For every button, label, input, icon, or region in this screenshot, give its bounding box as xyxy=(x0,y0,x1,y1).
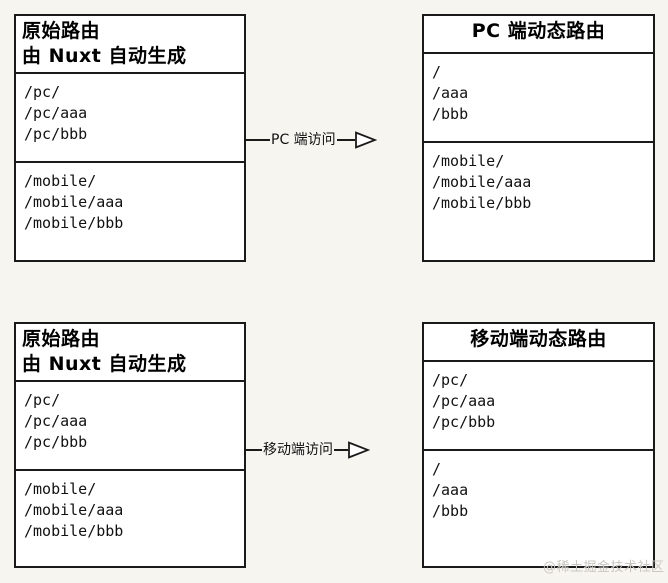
route-item: /pc/ xyxy=(24,391,61,409)
route-item: /bbb xyxy=(432,502,469,520)
target-box-pc-flow-compartment-1: / /aaa /bbb xyxy=(424,54,653,143)
source-box-mobile-flow-compartment-1: /pc/ /pc/aaa /pc/bbb xyxy=(16,382,244,471)
route-item: /aaa xyxy=(432,481,469,499)
target-box-pc-flow: PC 端动态路由 / /aaa /bbb /mobile/ /mobile/aa… xyxy=(422,14,655,262)
route-item: /mobile/bbb xyxy=(432,194,532,212)
route-item: /mobile/bbb xyxy=(24,522,124,540)
route-item: /mobile/aaa xyxy=(24,193,124,211)
source-box-pc-flow: 原始路由 由 Nuxt 自动生成 /pc/ /pc/aaa /pc/bbb /m… xyxy=(14,14,246,262)
target-box-mobile-flow: 移动端动态路由 /pc/ /pc/aaa /pc/bbb / /aaa /bbb xyxy=(422,322,655,568)
route-item: /mobile/ xyxy=(24,480,97,498)
connector-line-right xyxy=(336,139,355,141)
connector-line-left xyxy=(246,449,262,451)
connector-label-pc-flow: PC 端访问 xyxy=(271,132,336,148)
watermark: @稀土掘金技术社区 xyxy=(543,560,665,575)
connector-line-left xyxy=(246,139,270,141)
route-item: /mobile/ xyxy=(432,152,505,170)
route-item: /pc/bbb xyxy=(24,433,88,451)
route-item: /pc/bbb xyxy=(24,125,88,143)
route-item: /mobile/aaa xyxy=(432,173,532,191)
source-box-pc-flow-compartment-2: /mobile/ /mobile/aaa /mobile/bbb xyxy=(16,163,244,260)
route-item: /pc/ xyxy=(432,371,469,389)
route-item: / xyxy=(432,460,442,478)
route-item: /mobile/bbb xyxy=(24,214,124,232)
connector-line-right xyxy=(334,449,348,451)
route-item: / xyxy=(432,63,442,81)
source-box-pc-flow-title: 原始路由 由 Nuxt 自动生成 xyxy=(16,16,244,74)
target-box-mobile-flow-compartment-1: /pc/ /pc/aaa /pc/bbb xyxy=(424,362,653,451)
target-box-pc-flow-compartment-2: /mobile/ /mobile/aaa /mobile/bbb xyxy=(424,143,653,260)
route-item: /pc/ xyxy=(24,83,61,101)
connector-mobile-flow: 移动端访问 xyxy=(246,439,422,461)
route-item: /pc/aaa xyxy=(432,392,496,410)
source-box-pc-flow-compartment-1: /pc/ /pc/aaa /pc/bbb xyxy=(16,74,244,163)
connector-pc-flow: PC 端访问 xyxy=(246,129,422,151)
target-box-mobile-flow-title: 移动端动态路由 xyxy=(424,324,653,362)
hollow-triangle-arrowhead-icon xyxy=(348,441,370,459)
route-item: /mobile/ xyxy=(24,172,97,190)
route-item: /pc/aaa xyxy=(24,412,88,430)
route-item: /bbb xyxy=(432,105,469,123)
connector-label-mobile-flow: 移动端访问 xyxy=(263,442,333,458)
route-item: /pc/aaa xyxy=(24,104,88,122)
target-box-pc-flow-title: PC 端动态路由 xyxy=(424,16,653,54)
target-box-mobile-flow-compartment-2: / /aaa /bbb xyxy=(424,451,653,566)
source-box-mobile-flow: 原始路由 由 Nuxt 自动生成 /pc/ /pc/aaa /pc/bbb /m… xyxy=(14,322,246,568)
route-item: /aaa xyxy=(432,84,469,102)
route-item: /mobile/aaa xyxy=(24,501,124,519)
source-box-mobile-flow-title: 原始路由 由 Nuxt 自动生成 xyxy=(16,324,244,382)
source-box-mobile-flow-compartment-2: /mobile/ /mobile/aaa /mobile/bbb xyxy=(16,471,244,566)
hollow-triangle-arrowhead-icon xyxy=(354,131,377,149)
route-item: /pc/bbb xyxy=(432,413,496,431)
